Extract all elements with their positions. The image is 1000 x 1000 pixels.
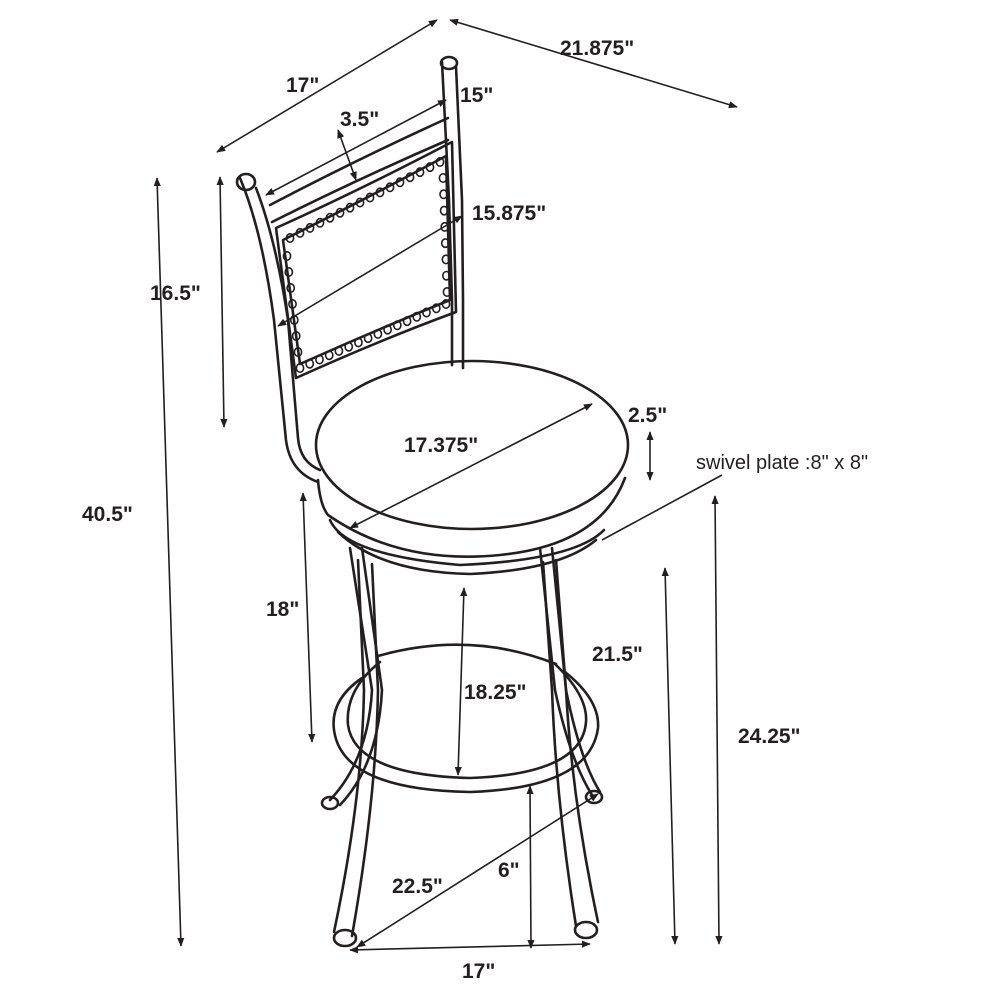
label-backrest-height: 16.5" bbox=[150, 282, 201, 305]
label-seat-height: 21.5" bbox=[592, 643, 643, 666]
label-seat-diameter: 17.375" bbox=[404, 434, 478, 457]
dim-line-back-width-outer bbox=[216, 19, 438, 153]
swivel-plate-leader bbox=[601, 474, 723, 541]
rivet bbox=[305, 358, 315, 369]
label-back-panel-height: 3.5" bbox=[340, 108, 379, 131]
label-overall-height: 40.5" bbox=[82, 503, 133, 526]
label-back-width-outer: 17" bbox=[286, 74, 319, 97]
backrest-panels bbox=[268, 116, 458, 380]
label-seat-thickness: 2.5" bbox=[628, 404, 667, 427]
dim-line-back-panel-width bbox=[277, 215, 463, 327]
dim-line-footring-height bbox=[526, 785, 535, 949]
dim-line-seat-height bbox=[661, 567, 679, 945]
dim-line-overall-depth bbox=[449, 18, 738, 109]
rivet-row bbox=[282, 157, 452, 373]
swivel-plate-edge bbox=[328, 518, 606, 567]
dim-line-seat-top-height bbox=[711, 495, 723, 945]
dim-line-base-diagonal bbox=[356, 793, 599, 948]
dimension-labels: 17" 21.875" 15" 3.5" 15.875" 16.5" 40.5"… bbox=[82, 37, 868, 983]
rivet bbox=[373, 328, 383, 339]
rivet bbox=[291, 330, 301, 341]
rivet bbox=[439, 205, 449, 216]
label-base-diagonal: 22.5" bbox=[392, 875, 443, 898]
label-seat-top-height: 24.25" bbox=[738, 725, 801, 748]
rivet bbox=[324, 350, 334, 361]
label-overall-depth: 21.875" bbox=[560, 37, 634, 60]
rivet bbox=[315, 354, 324, 365]
foot-ring bbox=[332, 643, 600, 794]
dimension-lines bbox=[153, 18, 738, 954]
rivet bbox=[295, 362, 305, 373]
rivet bbox=[345, 202, 355, 213]
dim-line-under-seat-clearance bbox=[454, 587, 468, 776]
label-footring-height: 6" bbox=[498, 859, 520, 882]
dim-line-seat-to-footring bbox=[299, 492, 316, 743]
rivet bbox=[334, 345, 344, 356]
rivet bbox=[353, 337, 363, 348]
label-back-width-inner: 15" bbox=[460, 84, 493, 107]
seat bbox=[314, 359, 630, 576]
seat-top bbox=[314, 359, 630, 531]
dim-line-base-width bbox=[349, 940, 591, 954]
label-back-panel-width: 15.875" bbox=[472, 202, 546, 225]
label-base-width: 17" bbox=[462, 960, 495, 983]
rivet bbox=[344, 341, 354, 352]
dim-line-seat-diameter bbox=[349, 403, 593, 529]
dim-line-back-panel-height bbox=[337, 129, 357, 181]
label-swivel-plate: swivel plate :8" x 8" bbox=[696, 452, 868, 474]
rivet bbox=[293, 346, 303, 357]
label-seat-to-footring: 18" bbox=[266, 598, 299, 621]
rivet bbox=[355, 197, 365, 208]
label-under-seat-clearance: 18.25" bbox=[464, 681, 527, 704]
dim-line-backrest-height bbox=[216, 176, 228, 428]
rivet bbox=[363, 333, 373, 344]
dim-line-overall-height bbox=[153, 177, 185, 947]
